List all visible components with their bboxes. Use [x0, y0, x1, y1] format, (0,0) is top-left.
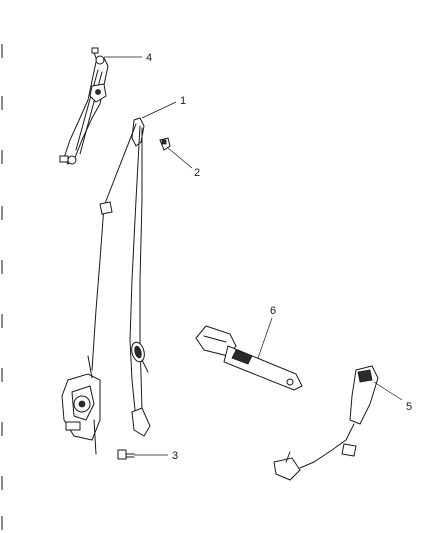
buckle-harness-part [273, 365, 379, 481]
callout-1: 1 [141, 95, 186, 119]
callout-5-label: 5 [406, 401, 412, 413]
callout-4: 4 [104, 52, 152, 64]
callout-2: 2 [167, 147, 200, 179]
callout-6-label: 6 [270, 305, 276, 317]
buckle-tongue-part [195, 325, 303, 391]
callout-2-label: 2 [194, 167, 200, 179]
callout-5: 5 [373, 381, 412, 413]
seat-belt-retractor-part [61, 117, 151, 455]
height-adjuster-part [59, 47, 109, 165]
callout-4-label: 4 [146, 52, 152, 64]
clip-part [159, 137, 171, 151]
callout-1-label: 1 [180, 95, 186, 107]
callout-3-label: 3 [172, 450, 178, 462]
bolt-part [117, 449, 135, 460]
callout-6: 6 [257, 305, 276, 359]
callout-3: 3 [134, 450, 178, 462]
